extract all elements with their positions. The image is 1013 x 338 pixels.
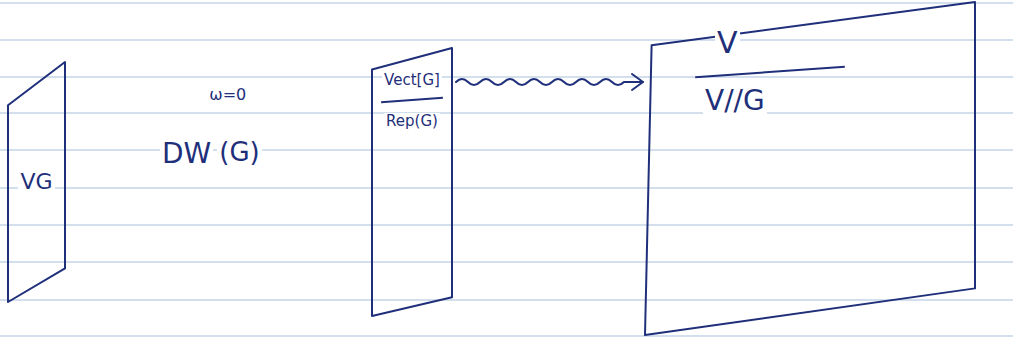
- group-argument: (G): [217, 138, 261, 168]
- sketch-panel: Vect[G] Rep(G): [372, 48, 452, 316]
- panel-title: Vect[G]: [382, 72, 442, 89]
- divider-line: [695, 65, 845, 77]
- sketch-panel: VG: [8, 62, 65, 302]
- panel-title: VG: [18, 169, 54, 194]
- panel-subtitle: V//G: [703, 85, 767, 117]
- parallelogram-outline: [645, 2, 975, 335]
- panel-subtitle: Rep(G): [384, 113, 440, 130]
- superscript-note: ω=0: [207, 86, 248, 104]
- panel-title: V: [715, 26, 740, 61]
- divider-line: [381, 97, 443, 103]
- operator-name: DW: [160, 138, 213, 170]
- sketch-panel: V V//G: [645, 2, 975, 335]
- squiggle-arrow: [456, 74, 643, 90]
